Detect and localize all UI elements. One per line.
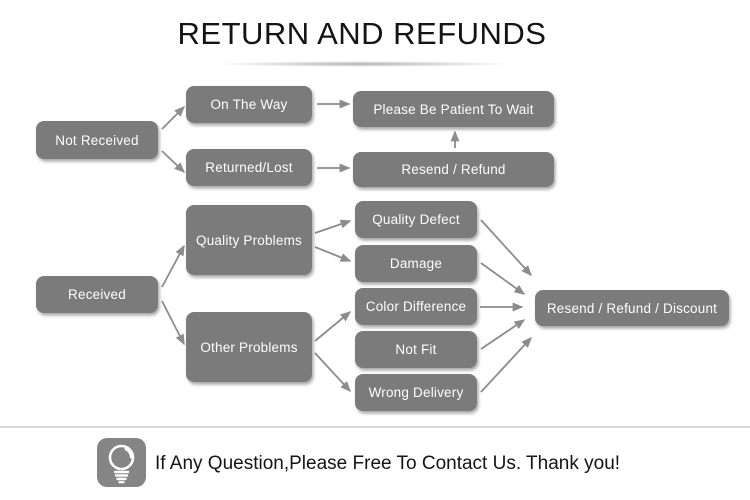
flow-node-received: Received	[36, 276, 158, 313]
flow-node-quality-problems: Quality Problems	[186, 205, 312, 275]
footer-contact-text: If Any Question,Please Free To Contact U…	[155, 453, 621, 474]
footer-divider	[0, 426, 750, 428]
light-bulb-icon	[97, 438, 146, 487]
flow-node-color-difference: Color Difference	[355, 288, 477, 325]
flow-node-resend-refund: Resend / Refund	[353, 152, 554, 187]
flow-node-please-wait: Please Be Patient To Wait	[353, 91, 554, 127]
page-title: RETURN AND REFUNDS	[177, 16, 547, 51]
flow-node-other-problems: Other Problems	[186, 312, 312, 382]
flow-node-damage: Damage	[355, 245, 477, 282]
title-underline	[158, 60, 566, 68]
flow-node-resend-refund-discount: Resend / Refund / Discount	[535, 290, 729, 326]
flow-node-returned-lost: Returned/Lost	[186, 149, 312, 186]
flow-node-on-the-way: On The Way	[186, 86, 312, 123]
flow-node-wrong-delivery: Wrong Delivery	[355, 374, 477, 411]
light-bulb-glyph	[108, 444, 135, 484]
flow-node-not-fit: Not Fit	[355, 331, 477, 368]
flow-node-quality-defect: Quality Defect	[355, 201, 477, 238]
flow-node-not-received: Not Received	[36, 121, 158, 159]
